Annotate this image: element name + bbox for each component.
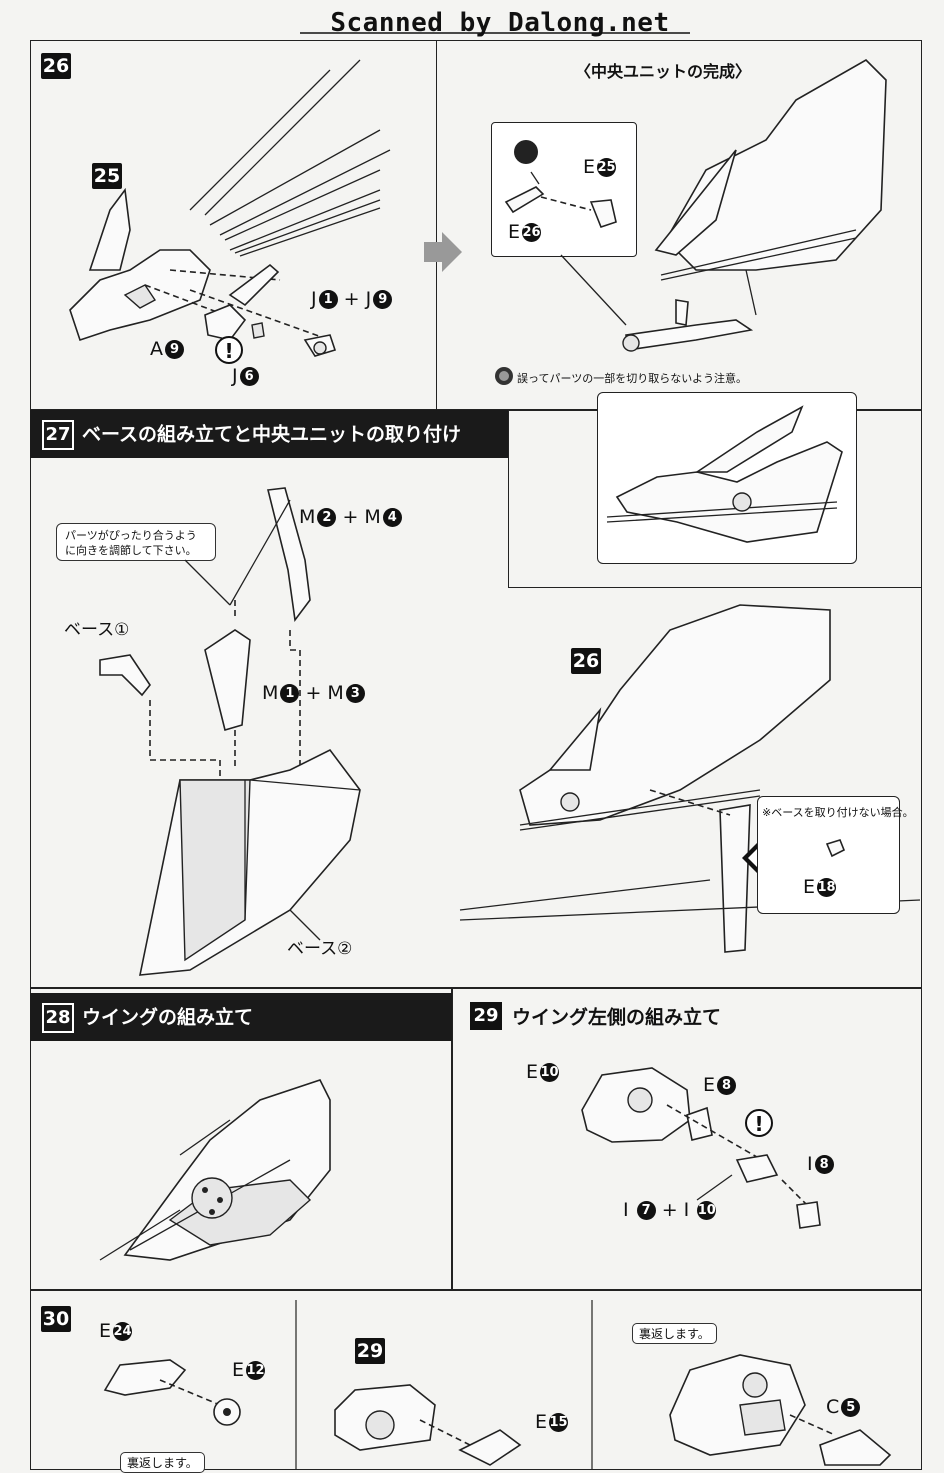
step30-part-drawing-2 xyxy=(334,1384,522,1466)
completion-detail-drawing xyxy=(504,140,617,228)
step27-mount-drawing xyxy=(459,604,921,953)
big-arrow-icon xyxy=(424,232,462,272)
step29-drawing xyxy=(581,1067,821,1229)
step26-panel xyxy=(30,40,436,410)
step27-ref-step: 26 xyxy=(571,648,601,674)
step29-header: 29 ウイング左側の組み立て xyxy=(470,1002,721,1030)
step28-header-band: 28 ウイングの組み立て xyxy=(30,993,452,1041)
no-base-note: ※ベースを取り付けない場合。 xyxy=(762,806,914,819)
step30-flip-label-1: 裏返します。 xyxy=(120,1452,205,1473)
step26-caution-icon: ! xyxy=(215,336,243,364)
header-rule xyxy=(300,32,690,34)
step28-wing-drawing xyxy=(99,1079,331,1261)
step30-dividers xyxy=(295,1300,593,1470)
step27-inset-drawing xyxy=(606,405,843,543)
step30-part-drawing-1 xyxy=(103,1359,241,1426)
completion-drawing xyxy=(560,59,887,352)
step27-title: ベースの組み立てと中央ユニットの取り付け xyxy=(82,423,462,446)
step28-title: ウイングの組み立て xyxy=(82,1006,254,1029)
step28-panel xyxy=(30,988,452,1290)
step27-base-drawing xyxy=(99,487,361,976)
step28-number: 28 xyxy=(42,1002,74,1033)
step29-number: 29 xyxy=(470,1002,502,1030)
step27-panel xyxy=(30,410,922,988)
completion-caution-text: 誤ってパーツの一部を切り取らないよう注意。 xyxy=(517,372,748,385)
step29-caution-icon: ! xyxy=(745,1109,773,1137)
step29-title: ウイング左側の組み立て xyxy=(512,1006,722,1029)
step27-note: パーツがぴったり合うように向きを調節して下さい。 xyxy=(56,523,216,561)
step30-flip-label-2: 裏返します。 xyxy=(632,1323,717,1344)
step30-part-drawing-3 xyxy=(669,1354,892,1466)
step26-ref-step: 25 xyxy=(92,163,122,189)
step26-drawing xyxy=(69,59,391,357)
completion-detail-box xyxy=(491,122,637,257)
step29-panel xyxy=(452,988,922,1290)
cut-caution-icon xyxy=(495,367,513,385)
step27-label-base2: ベース② xyxy=(287,939,353,959)
completion-title: 〈中央ユニットの完成〉 xyxy=(575,62,752,81)
step29-label-i7-i10: I 7 + I 10 xyxy=(623,1199,717,1221)
step27-label-base1: ベース① xyxy=(64,620,130,640)
step26-number: 26 xyxy=(41,53,71,79)
step27-number: 27 xyxy=(42,419,74,450)
step30-number: 30 xyxy=(41,1306,71,1332)
no-base-part-drawing xyxy=(825,839,846,858)
step30-ref-step: 29 xyxy=(355,1338,385,1364)
step27-header-band: 27 ベースの組み立てと中央ユニットの取り付け xyxy=(30,410,508,458)
